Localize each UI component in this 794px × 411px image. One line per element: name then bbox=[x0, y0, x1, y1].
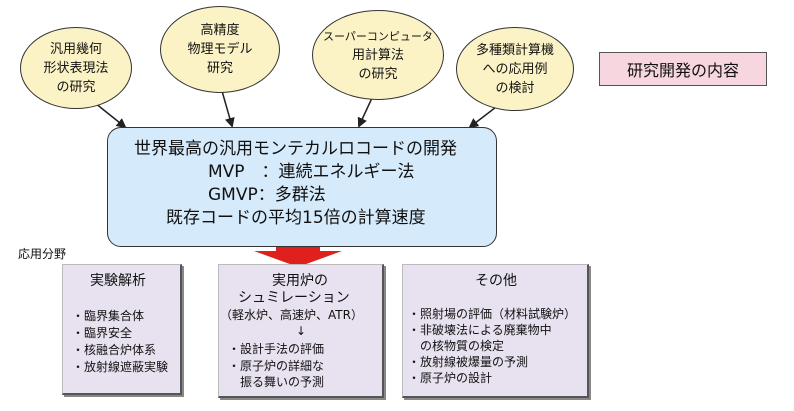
main-development-box: 世界最高の汎用モンテカルロコードの開発 MVP ：連続エネルギー法 GMVP：多… bbox=[107, 127, 497, 247]
topic-text: スーパーコンピュータ bbox=[323, 29, 433, 43]
title-label: 研究開発の内容 bbox=[626, 61, 739, 80]
panel-title: シュミレーション bbox=[238, 290, 350, 306]
topic-text: の検討 bbox=[495, 80, 535, 96]
panel-title: その他 bbox=[475, 273, 517, 289]
topic-text: 物理モデル bbox=[187, 42, 253, 57]
panel-title: 実験解析 bbox=[90, 273, 146, 289]
topic-text: 研究 bbox=[206, 61, 233, 76]
main-line-3: GMVP：多群法 bbox=[208, 185, 326, 205]
panel-title: （軽水炉、高速炉、ATR） bbox=[220, 308, 363, 322]
panel-item: 振る舞いの予測 bbox=[228, 375, 325, 389]
down-arrow-glyph: ↓ bbox=[296, 324, 307, 338]
panel-item: の核物質の検定 bbox=[408, 339, 505, 353]
topic-bubble-supercomputer: スーパーコンピュータ 用計算法 の研究 bbox=[312, 10, 444, 100]
topic-text: の研究 bbox=[358, 66, 398, 82]
panel-item: ・核融合炉体系 bbox=[72, 343, 157, 357]
panel-item: ・原子炉の設計 bbox=[408, 371, 493, 385]
topic-text: 多種類計算機 bbox=[475, 42, 554, 58]
topic-bubble-geometry: 汎用幾何 形状表現法 の研究 bbox=[20, 27, 132, 109]
panel-other: その他 ・照射場の評価（材料試験炉） ・非破壊法による廃棄物中 の核物質の検定 … bbox=[402, 264, 589, 398]
topic-bubble-physics: 高精度 物理モデル 研究 bbox=[160, 6, 280, 93]
topic-text: 高精度 bbox=[200, 23, 240, 38]
panel-item: ・放射線遮蔽実験 bbox=[72, 360, 169, 374]
panel-item: ・臨界集合体 bbox=[72, 309, 145, 323]
arrow-topic-2 bbox=[221, 90, 235, 128]
topic-text: の研究 bbox=[56, 79, 96, 95]
main-line-4: 既存コードの平均15倍の計算速度 bbox=[166, 208, 426, 228]
panel-item: ・原子炉の詳細な bbox=[228, 359, 325, 373]
panel-item: ・照射場の評価（材料試験炉） bbox=[408, 307, 577, 321]
panel-title: 実用炉の bbox=[272, 273, 328, 289]
panel-item: ・非破壊法による廃棄物中 bbox=[408, 323, 552, 337]
main-line-1: 世界最高の汎用モンテカルロコードの開発 bbox=[134, 139, 457, 159]
title-label-box: 研究開発の内容 bbox=[599, 52, 767, 86]
topic-text: 形状表現法 bbox=[43, 60, 109, 76]
panel-reactor-simulation: 実用炉の シュミレーション （軽水炉、高速炉、ATR） ↓ ・設計手法の評価 ・… bbox=[218, 264, 384, 398]
arrow-topic-3 bbox=[357, 97, 373, 128]
panel-item: ・臨界安全 bbox=[72, 326, 133, 340]
topic-text: への応用例 bbox=[482, 61, 548, 77]
main-line-2: MVP ：連続エネルギー法 bbox=[208, 162, 415, 182]
topic-text: 汎用幾何 bbox=[49, 41, 102, 57]
applications-label: 応用分野 bbox=[18, 247, 67, 261]
panel-experiment-analysis: 実験解析 ・臨界集合体 ・臨界安全 ・核融合炉体系 ・放射線遮蔽実験 bbox=[62, 264, 182, 395]
topic-text: 用計算法 bbox=[351, 47, 404, 63]
arrow-topic-1 bbox=[94, 102, 127, 129]
panel-item: ・放射線被爆量の予測 bbox=[408, 355, 529, 369]
panel-item: ・設計手法の評価 bbox=[228, 342, 325, 356]
topic-bubble-computers: 多種類計算機 への応用例 の検討 bbox=[456, 27, 574, 111]
